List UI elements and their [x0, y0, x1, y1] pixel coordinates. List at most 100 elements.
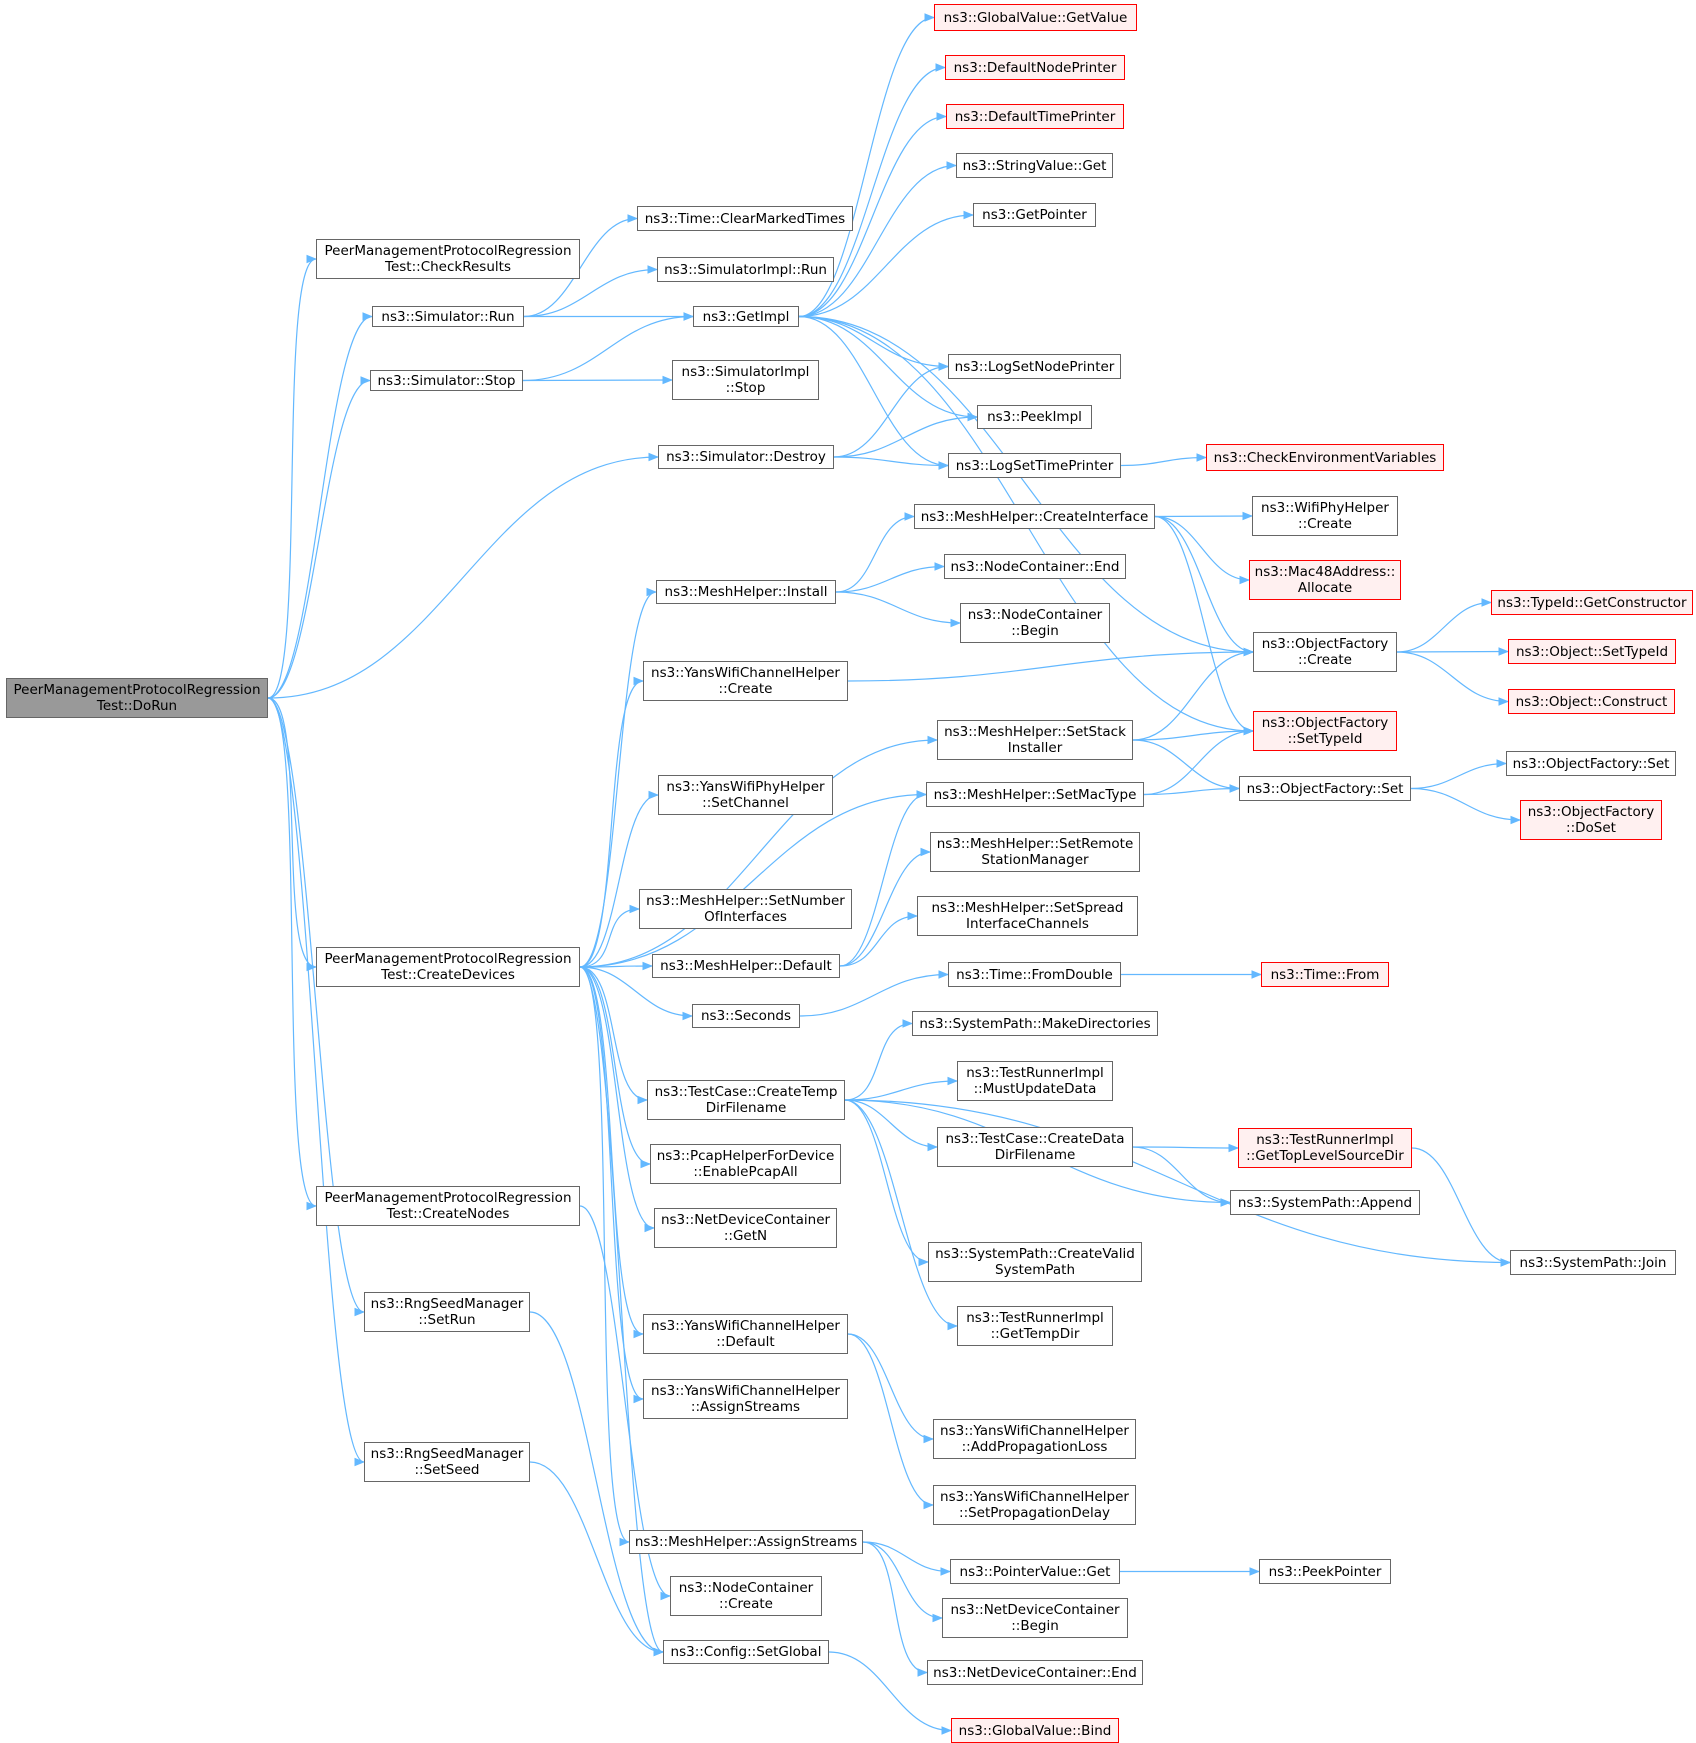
edge-createnodes-to-nccreate	[579, 1205, 672, 1601]
node-addprop[interactable]: ns3::YansWifiChannelHelper::AddPropagati…	[933, 1419, 1136, 1459]
node-rngsetrun[interactable]: ns3::RngSeedManager::SetRun	[364, 1292, 530, 1332]
node-logsettime[interactable]: ns3::LogSetTimePrinter	[948, 453, 1121, 478]
node-getpointer[interactable]: ns3::GetPointer	[973, 203, 1096, 227]
node-label-line: ::Create	[718, 681, 773, 697]
edge-getimpl-to-getpointer	[798, 210, 975, 318]
node-ofsettypeid[interactable]: ns3::ObjectFactory::SetTypeId	[1253, 711, 1397, 751]
edge-yanschdefault-to-addprop	[847, 1333, 935, 1444]
node-label-line: ns3::SystemPath::MakeDirectories	[919, 1015, 1151, 1032]
node-objconstruct[interactable]: ns3::Object::Construct	[1508, 689, 1675, 714]
node-setglobal[interactable]: ns3::Config::SetGlobal	[663, 1640, 829, 1664]
node-label-line: ::GetTempDir	[990, 1326, 1080, 1342]
node-gvbind[interactable]: ns3::GlobalValue::Bind	[951, 1718, 1119, 1743]
node-wifiphycreate[interactable]: ns3::WifiPhyHelper::Create	[1252, 496, 1398, 536]
node-simdestroy[interactable]: ns3::Simulator::Destroy	[658, 445, 834, 469]
node-stringvalget[interactable]: ns3::StringValue::Get	[956, 153, 1113, 178]
node-label-line: ns3::MeshHelper::SetNumber	[646, 893, 845, 909]
node-defnodeprinter[interactable]: ns3::DefaultNodePrinter	[945, 55, 1125, 80]
node-ndcgetn[interactable]: ns3::NetDeviceContainer::GetN	[654, 1208, 837, 1248]
node-label-line: ns3::SystemPath::Append	[1237, 1194, 1413, 1211]
node-ptrvalget[interactable]: ns3::PointerValue::Get	[950, 1559, 1120, 1584]
node-simstop[interactable]: ns3::Simulator::Stop	[370, 370, 523, 391]
node-objsettypeid[interactable]: ns3::Object::SetTypeId	[1508, 639, 1676, 664]
node-yansphysetch[interactable]: ns3::YansWifiPhyHelper::SetChannel	[658, 775, 833, 815]
node-logsetnode[interactable]: ns3::LogSetNodePrinter	[948, 354, 1121, 379]
node-timefrom[interactable]: ns3::Time::From	[1261, 962, 1389, 987]
node-sysappend[interactable]: ns3::SystemPath::Append	[1230, 1190, 1420, 1215]
edge-dorun-to-simdestroy	[267, 452, 660, 699]
edge-getimpl-to-stringvalget	[798, 161, 958, 318]
edge-createdata-to-sysappend	[1132, 1146, 1232, 1207]
node-checkenv[interactable]: ns3::CheckEnvironmentVariables	[1206, 444, 1444, 471]
node-deftimeprinter[interactable]: ns3::DefaultTimePrinter	[946, 104, 1124, 129]
node-label-line: ::SetChannel	[702, 795, 789, 811]
node-simimplrun[interactable]: ns3::SimulatorImpl::Run	[657, 257, 834, 282]
node-meshinstall[interactable]: ns3::MeshHelper::Install	[656, 580, 836, 604]
node-setpropdelay[interactable]: ns3::YansWifiChannelHelper::SetPropagati…	[933, 1485, 1136, 1525]
node-peekpointer[interactable]: ns3::PeekPointer	[1259, 1559, 1391, 1584]
node-seconds[interactable]: ns3::Seconds	[692, 1004, 800, 1028]
node-label-line: Installer	[1007, 740, 1063, 756]
edge-meshdefault-to-meshsetremote	[839, 847, 932, 967]
node-gvgetvalue[interactable]: ns3::GlobalValue::GetValue	[934, 4, 1137, 31]
node-ofset[interactable]: ns3::ObjectFactory::Set	[1239, 776, 1411, 801]
node-meshdefault[interactable]: ns3::MeshHelper::Default	[652, 954, 840, 978]
edge-createdevices-to-yansphysetch	[579, 790, 660, 968]
node-ofset2[interactable]: ns3::ObjectFactory::Set	[1506, 751, 1676, 776]
node-clearmarked[interactable]: ns3::Time::ClearMarkedTimes	[637, 206, 853, 231]
node-ofcreate[interactable]: ns3::ObjectFactory::Create	[1253, 632, 1397, 672]
node-label-line: PeerManagementProtocolRegression	[324, 243, 572, 259]
node-mustupdate[interactable]: ns3::TestRunnerImpl::MustUpdateData	[957, 1061, 1113, 1101]
node-meshsetmac[interactable]: ns3::MeshHelper::SetMacType	[926, 782, 1144, 807]
node-gettempdir[interactable]: ns3::TestRunnerImpl::GetTempDir	[957, 1306, 1113, 1346]
edge-dorun-to-checkresults	[267, 254, 318, 699]
node-label-line: ns3::PcapHelperForDevice	[656, 1148, 835, 1164]
node-label-line: Test::DoRun	[96, 698, 178, 714]
node-label-line: ns3::LogSetNodePrinter	[954, 358, 1115, 375]
node-tidgetctor[interactable]: ns3::TypeId::GetConstructor	[1491, 590, 1693, 615]
node-ncend[interactable]: ns3::NodeContainer::End	[944, 554, 1126, 579]
node-yanschdefault[interactable]: ns3::YansWifiChannelHelper::Default	[643, 1314, 848, 1354]
node-yanschcreate[interactable]: ns3::YansWifiChannelHelper::Create	[643, 661, 848, 701]
node-gettoplevel[interactable]: ns3::TestRunnerImpl::GetTopLevelSourceDi…	[1238, 1128, 1412, 1168]
node-meshcreateif[interactable]: ns3::MeshHelper::CreateInterface	[914, 504, 1155, 529]
node-getimpl[interactable]: ns3::GetImpl	[693, 306, 799, 327]
node-label-line: Test::CreateDevices	[381, 967, 515, 983]
edge-simdestroy-to-peekimpl	[833, 412, 979, 458]
edge-dorun-to-rngsetseed	[267, 697, 366, 1467]
node-ofdoset[interactable]: ns3::ObjectFactory::DoSet	[1520, 800, 1662, 840]
edge-meshdefault-to-meshsetmac	[839, 790, 928, 967]
node-yanschassign[interactable]: ns3::YansWifiChannelHelper::AssignStream…	[643, 1379, 848, 1419]
node-simrun[interactable]: ns3::Simulator::Run	[372, 306, 524, 327]
node-makedirs[interactable]: ns3::SystemPath::MakeDirectories	[912, 1011, 1158, 1036]
node-ndcbegin[interactable]: ns3::NetDeviceContainer::Begin	[942, 1598, 1128, 1638]
node-label-line: ns3::CheckEnvironmentVariables	[1213, 449, 1437, 466]
node-sysjoin[interactable]: ns3::SystemPath::Join	[1510, 1250, 1676, 1275]
node-meshassign[interactable]: ns3::MeshHelper::AssignStreams	[629, 1530, 863, 1554]
edge-ofset-to-ofdoset	[1410, 787, 1522, 825]
node-simimplstop[interactable]: ns3::SimulatorImpl::Stop	[672, 360, 819, 400]
node-label-line: ns3::TestRunnerImpl	[1256, 1132, 1394, 1148]
node-label-line: Test::CreateNodes	[386, 1206, 510, 1222]
node-rngsetseed[interactable]: ns3::RngSeedManager::SetSeed	[364, 1442, 530, 1482]
node-pcapall[interactable]: ns3::PcapHelperForDevice::EnablePcapAll	[650, 1144, 841, 1184]
node-ndcend[interactable]: ns3::NetDeviceContainer::End	[927, 1660, 1143, 1685]
node-peekimpl[interactable]: ns3::PeekImpl	[977, 405, 1092, 429]
node-nccreate[interactable]: ns3::NodeContainer::Create	[670, 1576, 822, 1616]
node-ncbegin[interactable]: ns3::NodeContainer::Begin	[960, 603, 1110, 643]
node-timefromdouble[interactable]: ns3::Time::FromDouble	[948, 962, 1121, 987]
edge-meshsetmac-to-ofset	[1143, 784, 1241, 796]
edge-createtemp-to-sysjoin	[844, 1099, 1512, 1267]
node-mac48alloc[interactable]: ns3::Mac48Address::Allocate	[1249, 560, 1401, 600]
edge-yanschdefault-to-setpropdelay	[847, 1333, 935, 1510]
